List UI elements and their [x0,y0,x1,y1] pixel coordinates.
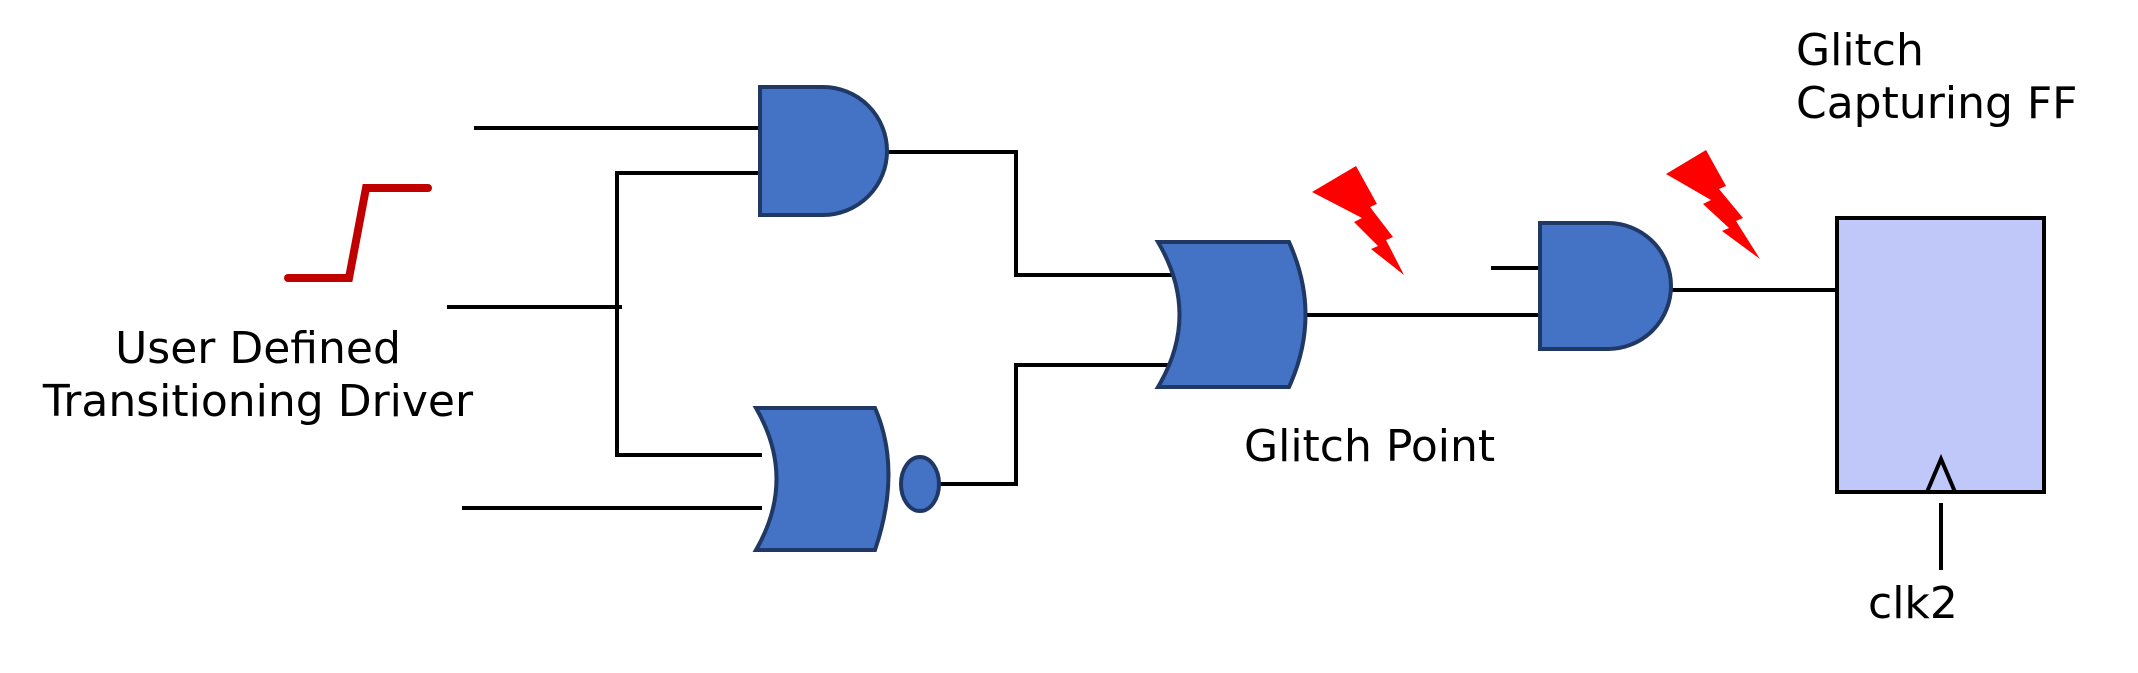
driver-label-line2: Transitioning Driver [42,375,474,427]
nor-inversion-bubble [899,455,941,513]
driver-label: User Defined Transitioning Driver [28,323,488,429]
clock-label: clk2 [1868,578,1958,629]
flip-flop-label-line2: Capturing FF [1796,77,2078,129]
and-gate-right [1538,221,1673,351]
and-gate-top [758,85,889,217]
or-gate-middle [1154,240,1308,389]
wire-top-gate-output [886,150,1177,277]
transition-step-icon [284,184,432,282]
flip-flop-label-line1: Glitch [1796,25,1924,76]
lightning-icon-ff-input [1666,150,1760,259]
flip-flop-label: Glitch Capturing FF [1796,25,2078,131]
lightning-icon-glitch-point [1312,166,1404,275]
nor-gate-bottom [752,406,891,552]
glitch-point-label: Glitch Point [1244,421,1496,472]
capturing-flip-flop [1835,216,2046,494]
driver-label-line1: User Defined [115,323,401,374]
clock-input-triangle-icon [1925,453,1957,493]
wire-bottom-gate-output [938,363,1177,486]
wires [447,126,1943,570]
